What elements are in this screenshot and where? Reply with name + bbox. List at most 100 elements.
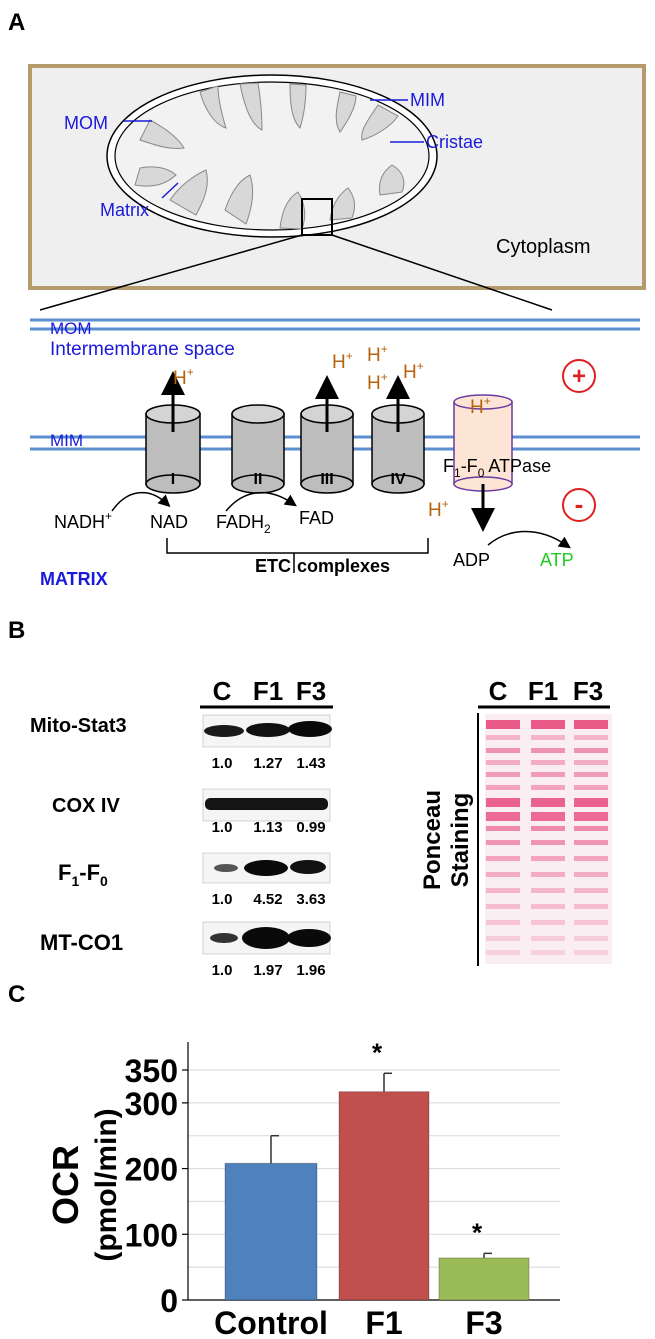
mim-membrane-label: MIM [50, 431, 83, 450]
negative-sign-text: - [575, 489, 584, 519]
ponceau-band [531, 872, 565, 877]
atp-label: ATP [540, 550, 574, 570]
y-tick-label: 0 [160, 1283, 178, 1319]
ponceau-band [486, 720, 520, 729]
adp-arrow [487, 530, 571, 549]
blot-value: 1.0 [212, 755, 233, 772]
ponceau-band [486, 748, 520, 753]
blot-value: 1.27 [253, 755, 282, 772]
ponceau-band [531, 735, 565, 740]
cristae-folds [134, 82, 405, 230]
negative-sign-icon [562, 488, 596, 522]
positive-sign-text: + [572, 363, 586, 390]
lane-label-c: C [213, 676, 232, 706]
mim-label: MIM [410, 90, 445, 110]
ponceau-band [574, 920, 608, 925]
ponceau-band [574, 888, 608, 893]
ponceau-label-line2: Staining [447, 793, 474, 888]
blot-value: 1.13 [253, 819, 282, 836]
ponceau-band [531, 920, 565, 925]
ponceau-bands [486, 720, 608, 955]
ponceau-band [574, 760, 608, 765]
ponceau-band [574, 735, 608, 740]
significance-marker: * [372, 1037, 383, 1067]
ponceau-band [531, 798, 565, 807]
blot-value: 0.99 [296, 819, 325, 836]
complex-ii: II [231, 404, 285, 494]
blot-value: 1.0 [212, 891, 233, 908]
mom-membrane-label: MOM [50, 319, 92, 338]
blot-label-cox-iv: COX IV [52, 795, 120, 817]
nad-label: NAD [150, 512, 188, 532]
y-axis-label-line2: (pmol/min) [90, 1108, 123, 1261]
blot-value: 4.52 [253, 891, 282, 908]
blot-value: 1.43 [296, 755, 325, 772]
x-tick-label: Control [214, 1305, 328, 1339]
mom-label: MOM [64, 113, 108, 133]
zoom-line-right [331, 234, 553, 311]
ponceau-band [574, 812, 608, 821]
ponceau-band [486, 920, 520, 925]
zoom-box [301, 198, 333, 236]
ponceau-band [574, 785, 608, 790]
blot-value: 1.96 [296, 962, 325, 979]
ponceau-label-line1: Ponceau [419, 790, 446, 890]
ponceau-band [486, 872, 520, 877]
blot-value: 1.97 [253, 962, 282, 979]
proton-iv-top: H+ [367, 342, 388, 366]
ponceau-band [486, 772, 520, 777]
x-tick-label: F1 [365, 1305, 402, 1339]
bar-f1 [338, 1091, 430, 1301]
ponceau-band [531, 950, 565, 955]
membrane-diagram: MOM Intermembrane space MIM I II III [30, 318, 640, 589]
panel-a-letter: A [8, 9, 25, 36]
y-axis-label-line1: OCR [45, 1145, 86, 1225]
ponceau-band [531, 840, 565, 845]
y-tick-label: 350 [125, 1053, 178, 1089]
y-tick-label: 100 [125, 1217, 178, 1253]
blot-label-mito-stat3: Mito-Stat3 [30, 715, 127, 737]
panel-c-letter: C [8, 981, 25, 1008]
complex-iv-label: IV [390, 471, 405, 488]
ponceau-band [486, 888, 520, 893]
complex-i-label: I [171, 471, 175, 488]
proton-atpase-top: H+ [470, 394, 491, 418]
proton-i: H+ [173, 365, 194, 389]
nadh-label: NADH+ [54, 509, 112, 532]
lane-label-f1: F1 [253, 676, 283, 706]
ponceau-band [486, 840, 520, 845]
proton-iv-left: H+ [367, 370, 388, 394]
ponceau-band [574, 872, 608, 877]
ponceau-band [531, 904, 565, 909]
ponceau-band [574, 826, 608, 831]
lane-label-f3: F3 [296, 676, 326, 706]
ponceau-band [531, 772, 565, 777]
cytoplasm-label: Cytoplasm [496, 236, 590, 258]
blot-value: 1.0 [212, 962, 233, 979]
blot-label-mt-co1: MT-CO1 [40, 930, 123, 955]
ponceau-band [531, 856, 565, 861]
ponceau-band [486, 856, 520, 861]
ponceau-band [574, 856, 608, 861]
ponceau-band [574, 936, 608, 941]
y-tick-label: 200 [125, 1152, 178, 1188]
ponceau-band [531, 760, 565, 765]
fad-label: FAD [299, 508, 334, 528]
blot-value: 1.0 [212, 819, 233, 836]
bars: ** [224, 1037, 530, 1301]
etc-label-left: ETC [255, 556, 291, 576]
western-blot: C F1 F3 Mito-Stat3 1.0 1.27 1.43 COX IV … [30, 676, 333, 979]
fadh-arrow [225, 491, 297, 512]
ponceau-band [574, 840, 608, 845]
ponceau-band [574, 904, 608, 909]
adp-label: ADP [453, 550, 490, 570]
ponceau-membrane [485, 714, 612, 964]
ponceau-band [486, 812, 520, 821]
ponceau-lane-c: C [489, 676, 508, 706]
ponceau-band [574, 720, 608, 729]
proton-iii: H+ [332, 349, 353, 373]
